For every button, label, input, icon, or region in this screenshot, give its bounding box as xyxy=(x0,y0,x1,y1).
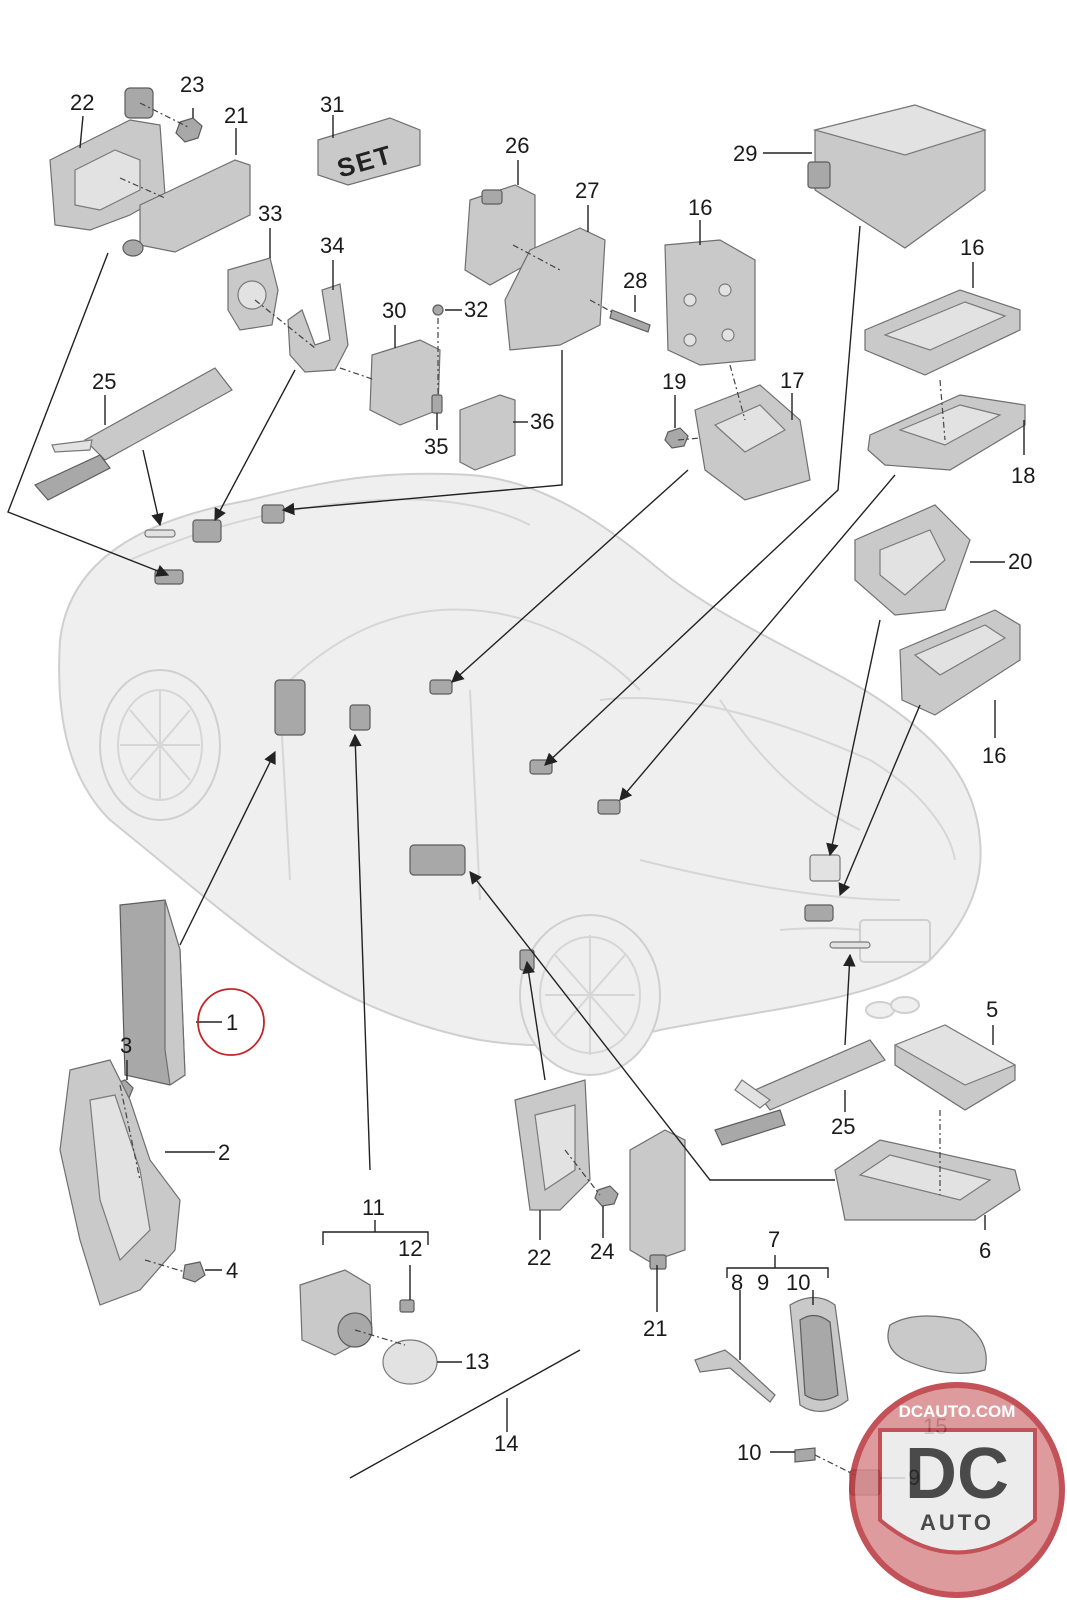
part-21-bottom-module xyxy=(629,1129,686,1270)
label-36: 36 xyxy=(530,409,554,434)
part-2-carrier xyxy=(59,1059,181,1306)
part-6-bracket xyxy=(834,1139,1021,1221)
part-5-module xyxy=(893,1024,1017,1111)
label-16-right: 16 xyxy=(960,235,984,260)
part-26-module xyxy=(464,184,536,286)
label-2: 2 xyxy=(218,1140,230,1165)
car-silhouette xyxy=(58,472,982,1076)
part-25-antenna-top xyxy=(34,367,233,501)
label-25-top: 25 xyxy=(92,369,116,394)
label-4: 4 xyxy=(226,1258,238,1283)
label-21-top: 21 xyxy=(224,103,248,128)
label-14: 14 xyxy=(494,1431,518,1456)
part-36-plate xyxy=(459,394,516,471)
part-10-screw xyxy=(794,1447,816,1463)
label-20: 20 xyxy=(1008,549,1032,574)
dcauto-logo: DCAUTO.COM DC AUTO xyxy=(849,1382,1065,1598)
part-17-bracket xyxy=(694,384,811,501)
part-25-antenna-bottom xyxy=(714,1039,886,1146)
label-17: 17 xyxy=(780,368,804,393)
logo-sub-text: AUTO xyxy=(920,1510,994,1535)
label-28: 28 xyxy=(623,268,647,293)
part-28-bolt xyxy=(609,309,651,333)
part-35-screw xyxy=(431,394,443,414)
part-19-nut xyxy=(664,427,689,449)
label-13: 13 xyxy=(465,1349,489,1374)
label-22-top: 22 xyxy=(70,90,94,115)
label-11: 11 xyxy=(362,1195,385,1220)
part-16-lower xyxy=(899,609,1021,716)
label-6: 6 xyxy=(979,1238,991,1263)
label-7: 7 xyxy=(768,1227,780,1252)
label-12: 12 xyxy=(398,1236,422,1261)
part-16-right xyxy=(864,289,1021,376)
part-27-bracket xyxy=(504,227,606,351)
label-25-bottom: 25 xyxy=(831,1114,855,1139)
label-33: 33 xyxy=(258,201,282,226)
highlight-circle xyxy=(197,988,265,1056)
callout-lines xyxy=(7,108,1025,1479)
part-30-sensor xyxy=(369,339,441,426)
part-21-top-module xyxy=(122,159,251,257)
part-34-u-bracket xyxy=(287,283,349,373)
part-22-bottom xyxy=(514,1079,591,1211)
label-23: 23 xyxy=(180,72,204,97)
part-24-nut xyxy=(594,1185,619,1207)
label-34: 34 xyxy=(320,233,344,258)
part-22-top xyxy=(49,87,166,231)
label-27: 27 xyxy=(575,178,599,203)
part-29-control-unit xyxy=(807,104,987,249)
label-3: 3 xyxy=(120,1033,132,1058)
part-10-key-fob xyxy=(789,1296,849,1412)
part-20-gasket xyxy=(854,504,971,616)
part-number-labels: 22 23 21 31 26 27 16 29 16 33 34 30 32 2… xyxy=(70,72,1035,1490)
label-26: 26 xyxy=(505,133,529,158)
label-9-top: 9 xyxy=(757,1270,769,1295)
part-16-upper xyxy=(664,239,756,366)
assembly-lines xyxy=(119,102,946,1476)
logo-mark: DC xyxy=(905,1434,1009,1514)
part-12-clip xyxy=(399,1299,415,1313)
part-4-screw xyxy=(182,1261,206,1283)
part-1-control-unit xyxy=(119,899,186,1087)
label-32: 32 xyxy=(464,297,488,322)
label-16-lower: 16 xyxy=(982,743,1006,768)
label-30: 30 xyxy=(382,298,406,323)
label-1: 1 xyxy=(226,1010,238,1035)
label-31: 31 xyxy=(320,92,344,117)
label-35: 35 xyxy=(424,434,448,459)
logo-site-text: DCAUTO.COM xyxy=(899,1402,1016,1421)
label-10-top: 10 xyxy=(786,1270,810,1295)
label-16-upper: 16 xyxy=(688,195,712,220)
part-33-ring-bracket xyxy=(227,257,279,331)
label-29: 29 xyxy=(733,141,757,166)
label-18: 18 xyxy=(1011,463,1035,488)
label-24: 24 xyxy=(590,1239,614,1264)
label-21-bottom: 21 xyxy=(643,1316,667,1341)
label-5: 5 xyxy=(986,997,998,1022)
label-19: 19 xyxy=(662,369,686,394)
part-14-wire xyxy=(349,1349,581,1479)
part-15-key-cover xyxy=(887,1315,987,1374)
part-18-frame xyxy=(867,394,1026,471)
part-13-ring xyxy=(382,1339,438,1385)
label-22-bottom: 22 xyxy=(527,1245,551,1270)
part-32-screw xyxy=(432,304,444,316)
label-8: 8 xyxy=(731,1270,743,1295)
part-11-ignition-lock xyxy=(299,1269,373,1356)
part-8-key-blade xyxy=(694,1349,776,1403)
part-23-nut xyxy=(175,117,203,143)
label-10-bottom: 10 xyxy=(737,1440,761,1465)
